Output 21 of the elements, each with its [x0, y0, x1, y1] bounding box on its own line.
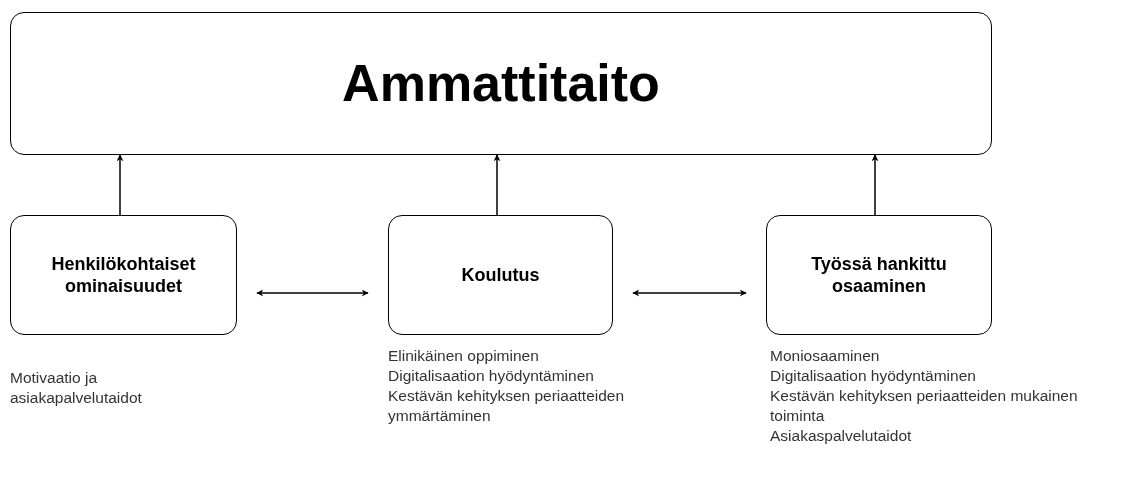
note-text: Motivaatio ja asiakapalvelutaidot: [10, 368, 143, 408]
title-text: Ammattitaito: [342, 53, 660, 114]
note-text: Elinikäinen oppiminen: [388, 346, 540, 366]
arrow: [493, 154, 501, 216]
note-text: Kestävän kehityksen periaatteiden ymmärtäminen: [388, 386, 626, 426]
box-label: Työssä hankittu osaaminen: [810, 252, 948, 298]
process-box: [388, 215, 613, 335]
arrow: [116, 154, 124, 216]
process-box: [766, 215, 992, 335]
box-label: Henkilökohtaiset ominaisuudet: [50, 252, 197, 298]
note-text: Digitalisaation hyödyntäminen: [388, 366, 595, 386]
note-text: Kestävän kehityksen periaatteiden mukainen toiminta: [770, 386, 1079, 426]
arrow: [632, 289, 747, 297]
arrow: [256, 289, 369, 297]
process-box: [10, 215, 237, 335]
box-label: Koulutus: [461, 263, 540, 287]
process-box: [10, 12, 992, 155]
note-text: Asiakaspalvelutaidot: [770, 426, 913, 446]
arrow: [871, 154, 879, 216]
note-text: Digitalisaation hyödyntäminen: [770, 366, 977, 386]
note-text: Moniosaaminen: [770, 346, 881, 366]
